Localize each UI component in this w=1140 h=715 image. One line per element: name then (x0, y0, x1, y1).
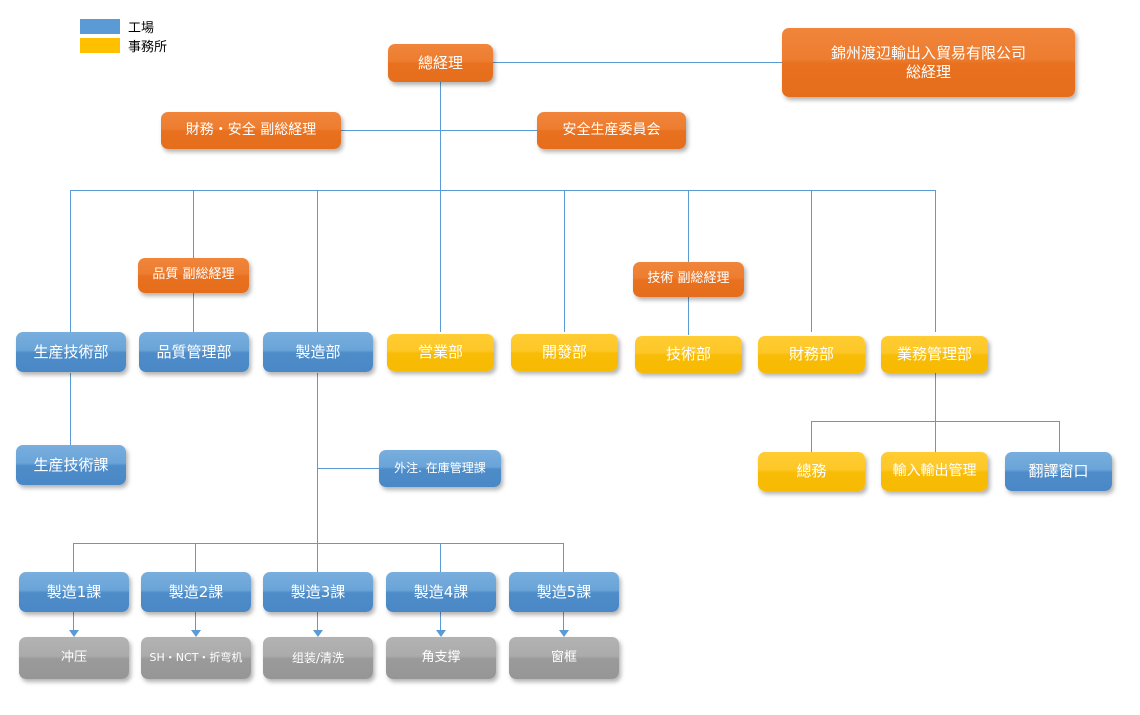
node-sec-import-export-label: 輸入輸出管理 (892, 462, 977, 479)
connector-manufacturing-trunk (317, 373, 318, 544)
node-dept-development[interactable]: 開發部 (511, 334, 618, 371)
node-quality-deputy-label: 品質 副総経理 (152, 267, 235, 283)
node-dept-sales-label: 営業部 (417, 343, 463, 362)
connector-drop-mfg-5 (563, 543, 564, 572)
node-mfg-section-3-label: 製造3課 (290, 582, 346, 601)
node-finance-safety-deputy-label: 財務・安全 副総経理 (185, 121, 317, 138)
node-tech-deputy-label: 技術 副総経理 (647, 271, 730, 287)
connector-drop-manufacturing (317, 190, 318, 332)
legend-label-office: 事務所 (128, 40, 168, 55)
node-mfg-section-1[interactable]: 製造1課 (19, 572, 129, 612)
node-sec-outsourcing-inventory-label: 外注. 在庫管理課 (394, 461, 486, 475)
node-dept-finance[interactable]: 財務部 (758, 336, 865, 373)
node-proc-corner-support-label: 角支撑 (421, 649, 461, 665)
node-mfg-section-3[interactable]: 製造3課 (263, 572, 373, 612)
node-parent-company-line2: 総経理 (905, 62, 951, 81)
node-safety-committee[interactable]: 安全生産委員会 (537, 112, 686, 149)
node-proc-stamping[interactable]: 冲压 (19, 637, 129, 679)
connector-drop-import-export (935, 421, 936, 452)
node-general-manager-label: 總経理 (417, 53, 463, 72)
legend-swatch-blue-icon (80, 19, 120, 34)
arrow-mfg-3-icon (313, 630, 323, 637)
node-proc-assembly-cleaning-label: 组装/清洗 (291, 650, 345, 665)
node-mfg-section-1-label: 製造1課 (46, 582, 102, 601)
node-dept-production-tech-label: 生産技術部 (33, 342, 109, 361)
node-parent-company-line1: 錦州渡辺輸出入貿易有限公司 (830, 43, 1026, 62)
connector-drop-development (564, 190, 565, 332)
node-proc-sh-nct-bending[interactable]: SH・NCT・折弯机 (141, 637, 251, 679)
legend-label-factory: 工場 (128, 21, 155, 36)
legend: 工場 事務所 (80, 18, 167, 56)
node-sec-translation-label: 翻譯窗口 (1028, 462, 1089, 481)
node-dept-production-tech[interactable]: 生産技術部 (16, 332, 126, 372)
legend-swatch-yellow-icon (80, 38, 120, 53)
arrow-mfg-2-icon (191, 630, 201, 637)
connector-mfg-2-to-process (195, 612, 196, 631)
connector-mfg-1-to-process (73, 612, 74, 631)
node-sec-outsourcing-inventory[interactable]: 外注. 在庫管理課 (379, 450, 501, 487)
node-dept-technology-label: 技術部 (665, 345, 711, 364)
node-sec-production-tech-label: 生産技術課 (33, 455, 109, 474)
arrow-mfg-5-icon (559, 630, 569, 637)
connector-drop-mfg-1 (73, 543, 74, 572)
legend-item-office: 事務所 (80, 37, 168, 55)
connector-gm-trunk (440, 82, 441, 191)
node-tech-deputy[interactable]: 技術 副総経理 (633, 262, 744, 297)
connector-drop-production-tech (70, 190, 71, 332)
connector-drop-mfg-3 (317, 543, 318, 572)
node-proc-assembly-cleaning[interactable]: 组装/清洗 (263, 637, 373, 679)
node-proc-corner-support[interactable]: 角支撑 (386, 637, 496, 679)
connector-business-admin-trunk (935, 373, 936, 451)
connector-drop-mfg-2 (195, 543, 196, 572)
connector-drop-translation (1059, 421, 1060, 452)
connector-drop-general-affairs (811, 421, 812, 452)
node-dept-quality-control-label: 品質管理部 (156, 342, 232, 361)
node-sec-general-affairs-label: 總務 (796, 462, 827, 481)
arrow-mfg-4-icon (436, 630, 446, 637)
node-mfg-section-5-label: 製造5課 (536, 582, 592, 601)
node-dept-finance-label: 財務部 (788, 345, 834, 364)
node-dept-manufacturing-label: 製造部 (295, 342, 341, 361)
connector-drop-mfg-4 (440, 543, 441, 572)
connector-drop-sales (440, 190, 441, 332)
node-dept-sales[interactable]: 営業部 (387, 334, 494, 371)
connector-drop-business-admin (935, 190, 936, 332)
node-dept-quality-control[interactable]: 品質管理部 (139, 332, 249, 372)
connector-finance-to-committee (341, 130, 537, 131)
node-proc-sh-nct-bending-label: SH・NCT・折弯机 (149, 651, 243, 665)
node-general-manager[interactable]: 總経理 (388, 44, 493, 82)
node-dept-technology[interactable]: 技術部 (635, 336, 742, 373)
connector-production-tech-to-section (70, 373, 71, 445)
connector-mfg-sections-bus (73, 543, 563, 544)
node-parent-company[interactable]: 錦州渡辺輸出入貿易有限公司 総経理 (782, 28, 1075, 97)
connector-drop-finance (811, 190, 812, 332)
node-safety-committee-label: 安全生産委員会 (562, 121, 661, 138)
node-mfg-section-2[interactable]: 製造2課 (141, 572, 251, 612)
node-mfg-section-5[interactable]: 製造5課 (509, 572, 619, 612)
node-mfg-section-4-label: 製造4課 (413, 582, 469, 601)
node-sec-general-affairs[interactable]: 總務 (758, 452, 865, 491)
connector-mfg-3-to-process (317, 612, 318, 631)
node-dept-manufacturing[interactable]: 製造部 (263, 332, 373, 372)
node-proc-window-frame[interactable]: 窗框 (509, 637, 619, 679)
node-quality-deputy[interactable]: 品質 副総経理 (138, 258, 249, 293)
node-finance-safety-deputy[interactable]: 財務・安全 副総経理 (161, 112, 341, 149)
node-dept-business-admin-label: 業務管理部 (896, 345, 972, 364)
node-proc-stamping-label: 冲压 (60, 649, 87, 665)
connector-mfg-4-to-process (440, 612, 441, 631)
node-dept-development-label: 開發部 (541, 343, 587, 362)
node-mfg-section-4[interactable]: 製造4課 (386, 572, 496, 612)
node-sec-import-export[interactable]: 輸入輸出管理 (881, 452, 988, 491)
connector-main-bus (70, 190, 936, 191)
node-sec-translation[interactable]: 翻譯窗口 (1005, 452, 1112, 491)
node-sec-production-tech[interactable]: 生産技術課 (16, 445, 126, 485)
connector-manufacturing-to-outsourcing (317, 468, 379, 469)
legend-item-factory: 工場 (80, 18, 167, 36)
connector-mfg-5-to-process (563, 612, 564, 631)
node-proc-window-frame-label: 窗框 (550, 649, 577, 665)
arrow-mfg-1-icon (69, 630, 79, 637)
node-dept-business-admin[interactable]: 業務管理部 (881, 336, 988, 373)
node-mfg-section-2-label: 製造2課 (168, 582, 224, 601)
connector-gm-to-parent (492, 62, 782, 63)
